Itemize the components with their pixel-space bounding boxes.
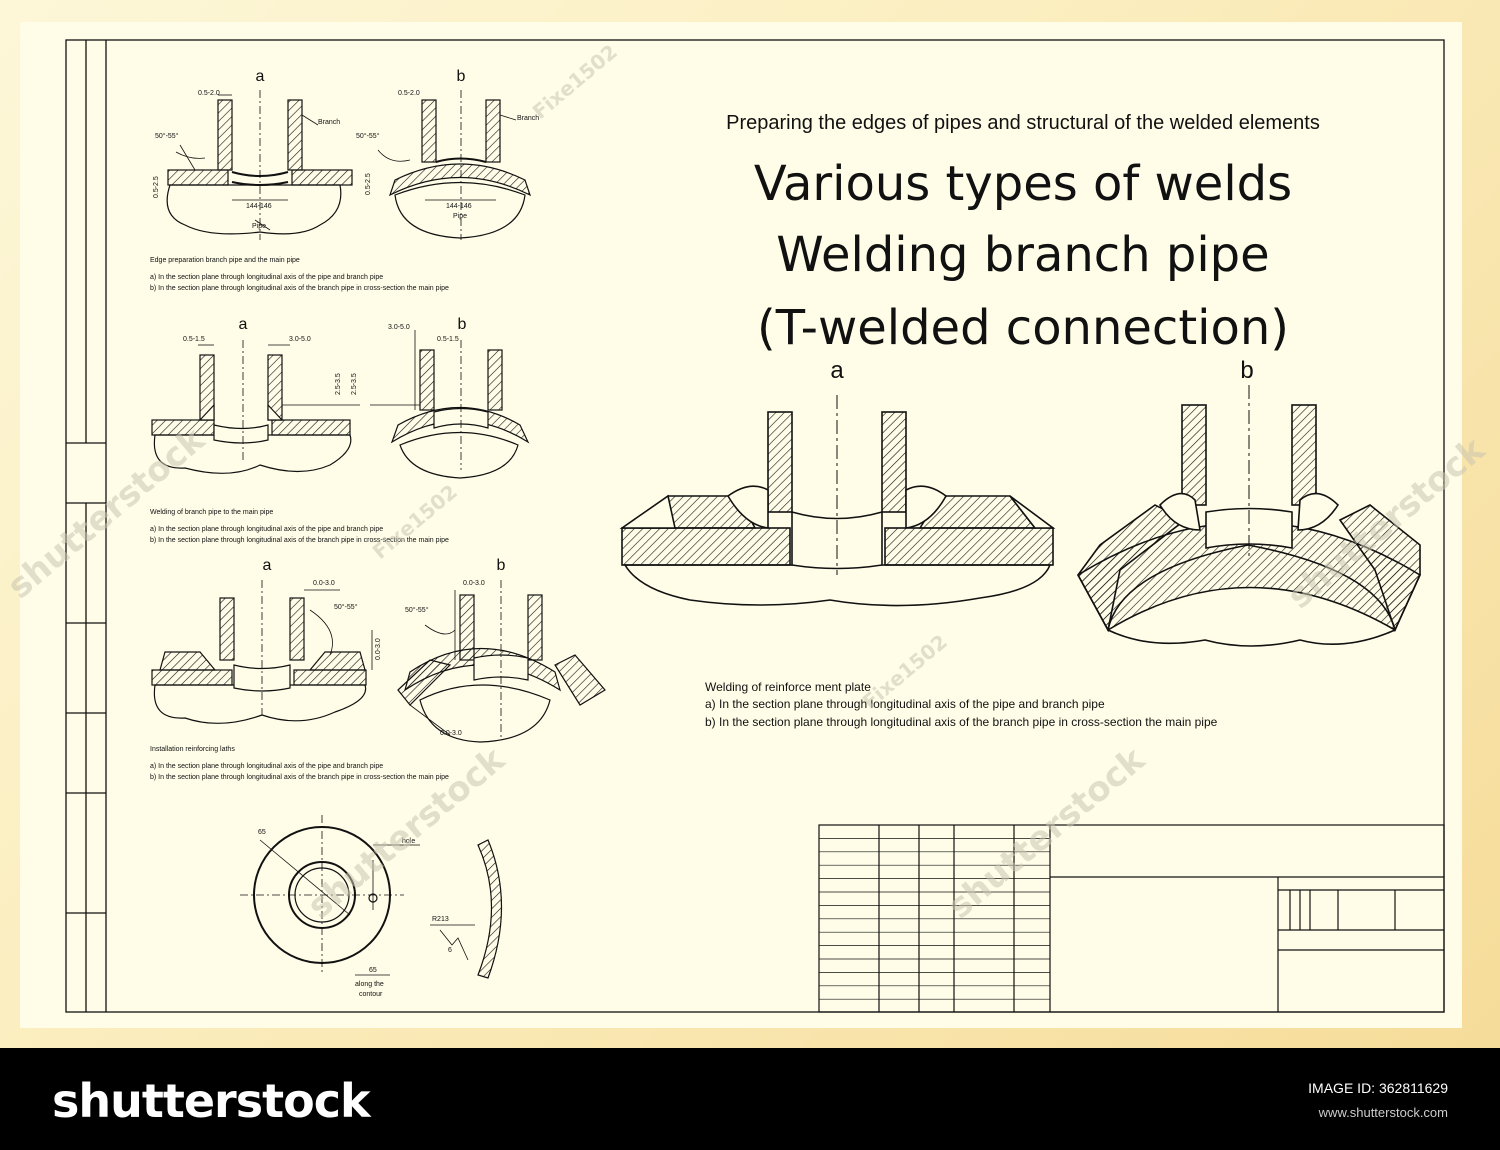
s4-dim-6: 6 [448, 947, 452, 954]
s3-note-b: b) In the section plane through longitud… [150, 774, 449, 781]
technical-drawing: Preparing the edges of pipes and structu… [0, 39, 1493, 1013]
title-line-2: Welding branch pipe [776, 227, 1269, 283]
s1b-label-branch: Branch [517, 115, 539, 122]
s4-label-contour-1: along the [355, 981, 384, 988]
s1a-label-pipe: Pipe [252, 223, 266, 230]
s1-label-a: a [256, 68, 265, 85]
s1b-dim-width: 144-146 [446, 203, 472, 210]
main-note-a: a) In the section plane through longitud… [705, 697, 1105, 711]
s2-caption: Welding of branch pipe to the main pipe [150, 509, 273, 516]
main-drawing-b [1076, 385, 1422, 647]
site-url: www.shutterstock.com [1318, 1105, 1448, 1120]
image-id: IMAGE ID: 362811629 [1308, 1080, 1448, 1096]
watermark-1: shutterstock [940, 739, 1153, 927]
s3a-dim-angle: 50°-55° [334, 603, 358, 611]
s4-dim-65b: 65 [369, 967, 377, 974]
s2-drawing-b [370, 330, 530, 479]
s1-note-a: a) In the section plane through longitud… [150, 274, 383, 281]
s1a-dim-gap: 0.5-2.0 [198, 90, 220, 97]
s4-dim-r: R213 [432, 916, 449, 923]
s3a-dim-gap: 0.0-3.0 [313, 580, 335, 587]
s1-label-b: b [457, 68, 466, 85]
shutterstock-logo: shutterstock [52, 1074, 371, 1128]
s1a-label-branch: Branch [318, 119, 340, 126]
footer-bar [0, 1048, 1500, 1150]
subtitle: Preparing the edges of pipes and structu… [726, 112, 1320, 134]
s3-drawing-a [151, 580, 373, 724]
s3b-dim-angle: 50°-55° [405, 606, 429, 614]
s3-note-a: a) In the section plane through longitud… [150, 763, 383, 770]
s4-dim-65a: 65 [258, 829, 266, 836]
s1-drawing-a [166, 90, 353, 240]
s1a-dim-root: 0.5-2.5 [153, 176, 160, 198]
s1-note-b: b) In the section plane through longitud… [150, 285, 449, 292]
s2a-dim-left: 0.5-1.5 [183, 336, 205, 343]
s4-label-hole: hole [402, 838, 415, 845]
s1-drawing-b [377, 90, 532, 240]
s1a-dim-width: 144-146 [246, 203, 272, 210]
s2-note-b: b) In the section plane through longitud… [150, 537, 449, 544]
s1b-dim-root: 0.5-2.5 [365, 173, 372, 195]
section-3-reinforcing-laths: a b 0.0-3.0 50°-55° 0.0-3.0 [150, 557, 606, 781]
s1b-label-pipe: Pipe [453, 213, 467, 220]
s2-label-a: a [239, 316, 248, 333]
section-2-welding: a b 0.5-1.5 3.0-5.0 2.5-3.5 [150, 316, 530, 544]
s2a-dim-right: 3.0-5.0 [289, 336, 311, 343]
s3a-dim-v: 0.0-3.0 [375, 638, 382, 660]
s4-label-contour-2: contour [359, 991, 383, 998]
section-4-reinforcing-plate [240, 815, 503, 979]
watermark-author-2: Fixe1502 [368, 479, 462, 563]
s3-label-a: a [263, 557, 272, 574]
s3b-dim-bottom: 0.0-3.0 [440, 730, 462, 737]
s3b-dim-gap: 0.0-3.0 [463, 580, 485, 587]
s3-label-b: b [497, 557, 506, 574]
s1b-dim-gap: 0.5-2.0 [398, 90, 420, 97]
s3-caption: Installation reinforcing laths [150, 746, 235, 753]
s1a-dim-angle: 50°-55° [155, 132, 179, 140]
s3-drawing-b [397, 580, 606, 743]
main-label-a: a [830, 357, 844, 384]
s2b-dim-v: 2.5-3.5 [351, 373, 358, 395]
s2a-dim-v: 2.5-3.5 [335, 373, 342, 395]
title-line-1: Various types of welds [754, 156, 1292, 212]
s2-drawing-a [151, 340, 360, 474]
title-line-3: (T-welded connection) [757, 300, 1289, 356]
s2b-dim-right: 3.0-5.0 [388, 324, 410, 331]
main-label-b: b [1240, 357, 1253, 384]
title-block-rows [819, 838, 1050, 1000]
s2-label-b: b [458, 316, 467, 333]
s2b-dim-left: 0.5-1.5 [437, 336, 459, 343]
main-drawing-a [619, 395, 1056, 607]
watermark-author-1: Fixe1502 [528, 39, 622, 123]
s1-caption: Edge preparation branch pipe and the mai… [150, 257, 300, 264]
s1b-dim-angle: 50°-55° [356, 132, 380, 140]
s2-note-a: a) In the section plane through longitud… [150, 526, 383, 533]
section-1-edge-preparation: a b 0.5-2.0 50°-55° 0.5-2.5 144-146 Bran… [150, 68, 539, 292]
sheet-frame [65, 39, 1445, 1013]
main-caption: Welding of reinforce ment plate [705, 680, 871, 694]
main-note-b: b) In the section plane through longitud… [705, 715, 1218, 729]
